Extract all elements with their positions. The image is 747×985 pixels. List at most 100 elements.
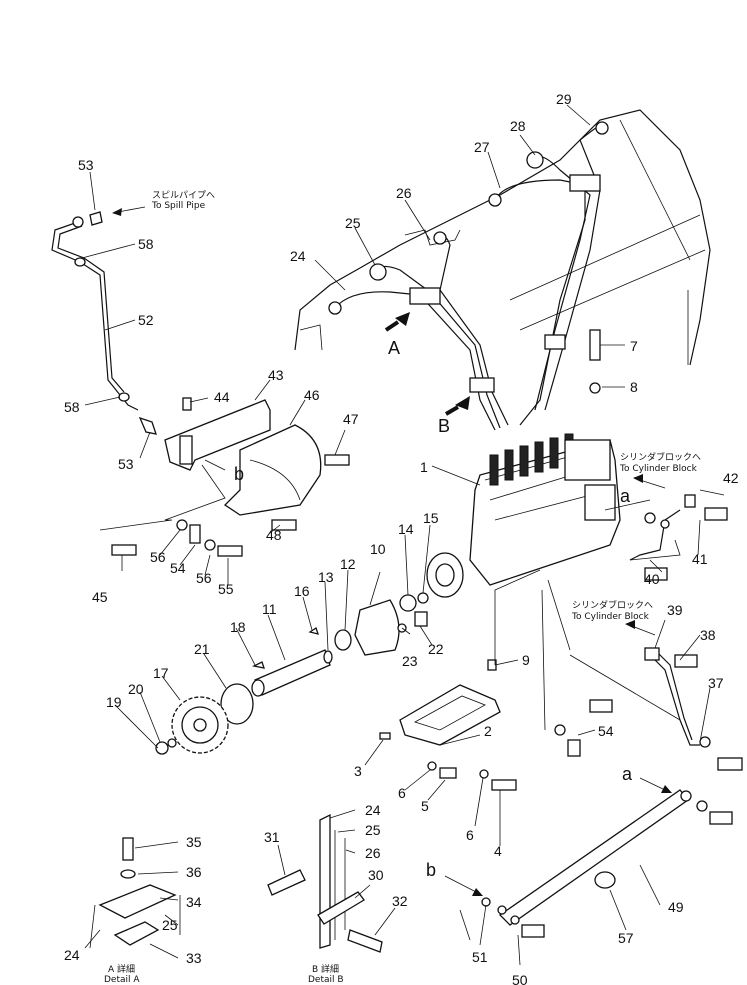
callout-49: 49 xyxy=(668,899,684,915)
callout-14: 14 xyxy=(398,521,414,537)
callout-18: 18 xyxy=(230,619,246,635)
detail-a-title-jp: A 詳細 xyxy=(108,963,135,975)
callout-23: 23 xyxy=(402,653,418,669)
detail-b-title-en: Detail B xyxy=(308,975,344,985)
callout-27: 27 xyxy=(474,139,490,155)
note-cyl-en-1: To Cylinder Block xyxy=(619,464,698,474)
callout-48: 48 xyxy=(266,527,282,543)
callout-32: 32 xyxy=(392,893,408,909)
injection-pump xyxy=(426,433,621,598)
callout-6-right: 6 xyxy=(466,827,474,843)
callout-31: 31 xyxy=(264,829,280,845)
control-rod xyxy=(481,789,733,938)
callout-17: 17 xyxy=(153,665,169,681)
callout-57: 57 xyxy=(618,930,634,946)
note-spill-jp: スピルパイプへ xyxy=(152,190,215,201)
callout-47: 47 xyxy=(343,411,359,427)
detail-b-title-jp: B 詳細 xyxy=(312,963,339,975)
callout-50: 50 xyxy=(512,972,528,985)
injection-pipes xyxy=(328,121,609,431)
view-b-marker: B xyxy=(438,416,450,436)
leader-lines xyxy=(81,104,725,966)
callout-56-left: 56 xyxy=(150,549,166,565)
pump-bracket xyxy=(379,659,517,791)
callout-56-right: 56 xyxy=(196,570,212,586)
callout-25-detail-a: 25 xyxy=(162,917,178,933)
callout-26-top: 26 xyxy=(396,185,412,201)
callout-7: 7 xyxy=(630,338,638,354)
callout-30: 30 xyxy=(368,867,384,883)
callout-20: 20 xyxy=(128,681,144,697)
detail-b-drawing xyxy=(267,813,383,953)
callout-28: 28 xyxy=(510,118,526,134)
callout-45: 45 xyxy=(92,589,108,605)
callout-1: 1 xyxy=(420,459,428,475)
callout-19: 19 xyxy=(106,694,122,710)
callout-2: 2 xyxy=(484,723,492,739)
callout-3: 3 xyxy=(354,763,362,779)
timing-gear xyxy=(155,696,229,755)
callout-36: 36 xyxy=(186,864,202,880)
callout-24-detail-b: 24 xyxy=(365,802,381,818)
callout-44: 44 xyxy=(214,389,230,405)
spill-pipe xyxy=(51,211,157,435)
callout-8: 8 xyxy=(630,379,638,395)
view-a-small-marker: a xyxy=(620,486,631,506)
callout-6-left: 6 xyxy=(398,785,406,801)
callout-5: 5 xyxy=(421,798,429,814)
callout-58-top: 58 xyxy=(138,236,154,252)
callout-43: 43 xyxy=(268,367,284,383)
drive-shaft-parts xyxy=(220,592,429,725)
view-a-marker: A xyxy=(388,338,400,358)
callout-41: 41 xyxy=(692,551,708,567)
callout-34: 34 xyxy=(186,894,202,910)
view-b-small-marker-2: b xyxy=(426,860,436,880)
callout-53-bottom: 53 xyxy=(118,456,134,472)
callout-24-detail-a: 24 xyxy=(64,947,80,963)
note-cyl-en-2: To Cylinder Block xyxy=(571,612,650,622)
note-cyl-jp-2: シリンダブロックへ xyxy=(572,599,653,611)
bracket-cover xyxy=(164,397,322,516)
callout-51: 51 xyxy=(472,949,488,965)
detail-a-drawing xyxy=(89,837,181,949)
engine-block xyxy=(294,109,711,366)
callout-54-left: 54 xyxy=(170,560,186,576)
callout-13: 13 xyxy=(318,569,334,585)
callout-24-top: 24 xyxy=(290,248,306,264)
callout-21: 21 xyxy=(194,641,210,657)
destination-notes: スピルパイプへ To Spill Pipe シリンダブロックへ To Cylin… xyxy=(104,190,701,985)
callout-54-right: 54 xyxy=(598,723,614,739)
callout-25-detail-b: 25 xyxy=(365,822,381,838)
note-cyl-jp-1: シリンダブロックへ xyxy=(620,451,701,463)
callout-10: 10 xyxy=(370,541,386,557)
callout-numbers: 53 58 52 58 53 44 43 46 47 48 24 25 26 2… xyxy=(64,91,739,985)
callout-55: 55 xyxy=(218,581,234,597)
callout-52: 52 xyxy=(138,312,154,328)
callout-22: 22 xyxy=(428,641,444,657)
callout-40: 40 xyxy=(644,571,660,587)
view-markers: A B a a b b xyxy=(234,338,633,880)
callout-58-bottom: 58 xyxy=(64,399,80,415)
callout-9: 9 xyxy=(522,652,530,668)
callout-29: 29 xyxy=(556,91,572,107)
direction-arrows xyxy=(112,206,672,896)
callout-15: 15 xyxy=(423,510,439,526)
callout-12: 12 xyxy=(340,556,356,572)
callout-37: 37 xyxy=(708,675,724,691)
view-b-small-marker: b xyxy=(234,464,244,484)
view-a-small-marker-2: a xyxy=(622,764,633,784)
callout-35: 35 xyxy=(186,834,202,850)
callout-53-top: 53 xyxy=(78,157,94,173)
note-spill-en: To Spill Pipe xyxy=(151,201,206,211)
callout-26-detail-b: 26 xyxy=(365,845,381,861)
callout-4: 4 xyxy=(494,843,502,859)
callout-25-top: 25 xyxy=(345,215,361,231)
callout-39: 39 xyxy=(667,602,683,618)
lubrication-pipes xyxy=(589,329,743,771)
callout-46: 46 xyxy=(304,387,320,403)
callout-42: 42 xyxy=(723,470,739,486)
callout-16: 16 xyxy=(294,583,310,599)
callout-33: 33 xyxy=(186,950,202,966)
